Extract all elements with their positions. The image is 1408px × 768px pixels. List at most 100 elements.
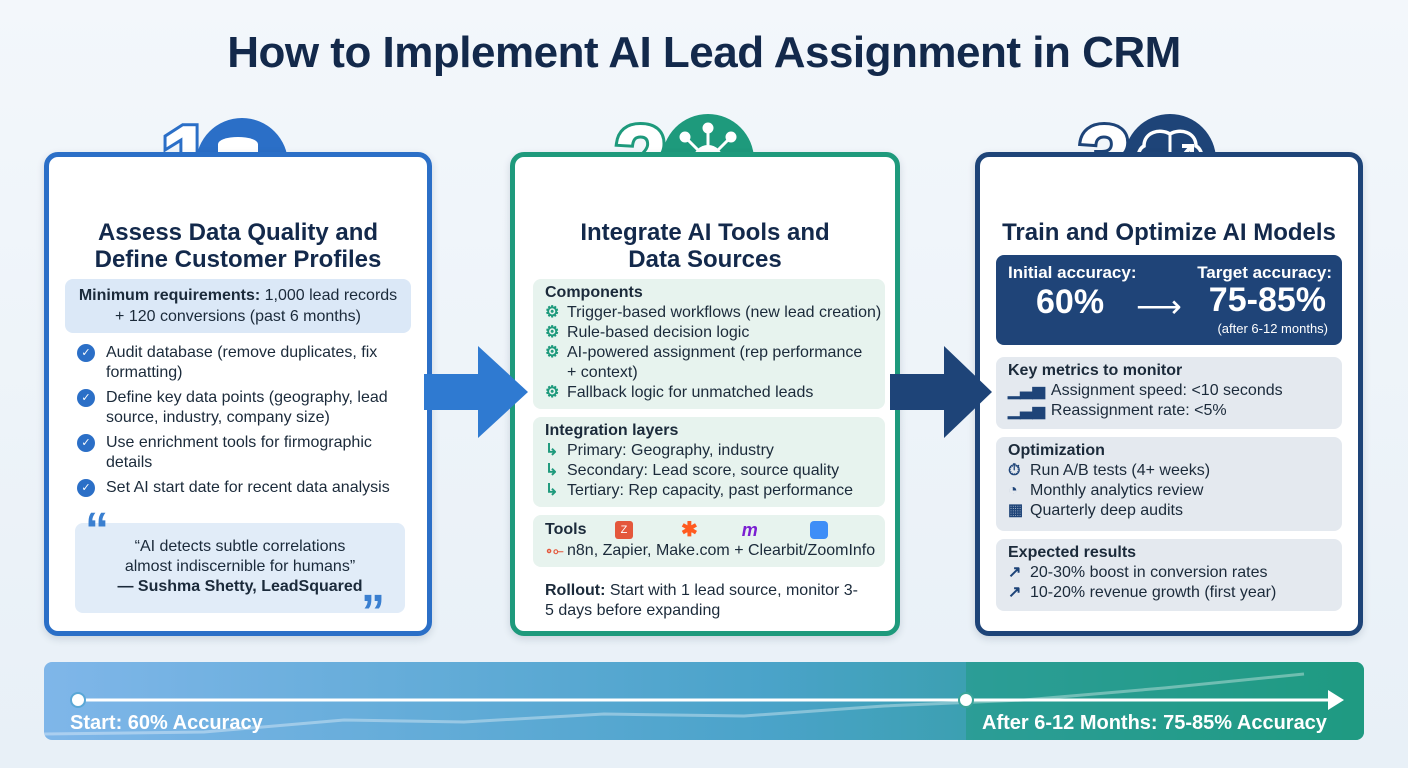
target-accuracy-label: Target accuracy: — [1197, 263, 1332, 282]
list-item: ✓ Audit database (remove duplicates, fix… — [77, 343, 407, 383]
progress-timeline: Start: 60% Accuracy After 6-12 Months: 7… — [44, 662, 1364, 740]
optimization-section: Optimization ⏱ Run A/B tests (4+ weeks) ◔… — [996, 437, 1342, 531]
check-line: Define key data points (geography, lead — [106, 389, 388, 406]
list-item: ↳Secondary: Lead score, source quality — [545, 461, 873, 481]
gear-icon: ⚙ — [545, 304, 560, 321]
tools-text: n8n, Zapier, Make.com + Clearbit/ZoomInf… — [567, 542, 876, 559]
metrics-title: Key metrics to monitor — [1008, 362, 1183, 379]
requirements-label: Minimum requirements: — [78, 287, 261, 304]
check-line: details — [106, 454, 153, 471]
timeline-graphic — [44, 662, 1364, 740]
check-line: Audit database (remove duplicates, fix — [106, 344, 378, 361]
check-line: formatting) — [106, 364, 183, 381]
arrow-step2-to-step3 — [890, 346, 992, 438]
make-logo-icon: m — [741, 520, 758, 540]
step2-title-line1: Integrate AI Tools and — [580, 219, 830, 246]
page-title: How to Implement AI Lead Assignment in C… — [227, 28, 1181, 77]
optimization-text: Quarterly deep audits — [1030, 502, 1183, 519]
checkmark-icon: ✓ — [77, 434, 95, 452]
bar-chart-icon: ▁▃▅ — [1008, 402, 1045, 419]
target-accuracy-note: (after 6-12 months) — [1217, 321, 1328, 336]
rollout-text1: Start with 1 lead source, monitor 3- — [609, 582, 858, 599]
timeline-start-label: Start: 60% Accuracy — [70, 712, 263, 734]
gear-icon: ⚙ — [545, 344, 560, 361]
list-item: ∘⟜n8n, Zapier, Make.com + Clearbit/ZoomI… — [545, 541, 876, 561]
step3-title: Train and Optimize AI Models — [1002, 219, 1336, 246]
initial-accuracy-value: 60% — [1036, 283, 1105, 321]
metric-text: Assignment speed: <10 seconds — [1050, 382, 1283, 399]
return-arrow-icon: ↳ — [545, 442, 559, 459]
tools-section: Tools Z ✱ m ∘⟜n8n, Zapier, Make.com + Cl… — [533, 515, 885, 567]
right-arrow-icon: ⟶ — [1136, 288, 1182, 324]
result-text: 20-30% boost in conversion rates — [1030, 564, 1268, 581]
rollout-note: Rollout: Start with 1 lead source, monit… — [545, 581, 885, 621]
list-item: ✓ Set AI start date for recent data anal… — [77, 478, 407, 498]
indent-spacer — [545, 363, 567, 383]
step1-title-line2: Define Customer Profiles — [94, 246, 382, 273]
list-item: ⚙Fallback logic for unmatched leads — [545, 383, 873, 403]
trend-up-icon: ↗ — [1008, 564, 1022, 581]
step3-card: Train and Optimize AI Models Initial acc… — [975, 152, 1363, 636]
target-accuracy-value: 75-85% — [1208, 281, 1326, 319]
quote-box: “AI detects subtle correlations almost i… — [75, 523, 405, 613]
integration-layers-section: Integration layers ↳Primary: Geography, … — [533, 417, 885, 507]
requirements-text1: 1,000 lead records — [264, 287, 398, 304]
checkmark-icon: ✓ — [77, 344, 95, 362]
gear-icon: ⚙ — [545, 324, 560, 341]
list-item: ⚙ Trigger-based workflows (new lead creat… — [545, 303, 881, 323]
quote-line2: almost indiscernible for humans” — [124, 558, 356, 575]
check-line: source, industry, company size) — [106, 409, 330, 426]
workflow-icon: ∘⟜ — [545, 543, 564, 558]
tool-logo-icon: Z — [615, 521, 633, 539]
requirements-panel: Minimum requirements: 1,000 lead records… — [65, 279, 411, 333]
results-title: Expected results — [1008, 544, 1137, 561]
component-text: + context) — [567, 364, 638, 381]
return-arrow-icon: ↳ — [545, 482, 559, 499]
open-quote-icon: “ — [85, 504, 109, 557]
list-item: ✓ Use enrichment tools for firmographic d… — [77, 433, 407, 473]
tools-title: Tools — [545, 521, 587, 538]
result-text: 10-20% revenue growth (first year) — [1030, 584, 1277, 601]
list-item: + context) — [545, 363, 873, 383]
step2-title: Integrate AI Tools and Data Sources — [515, 219, 895, 273]
optimization-title: Optimization — [1008, 442, 1105, 459]
list-item: ↳Primary: Geography, industry — [545, 441, 873, 461]
stopwatch-icon: ⏱ — [1008, 462, 1021, 479]
calendar-icon: ▦ — [1008, 502, 1024, 519]
list-item: ▁▃▅Reassignment rate: <5% — [1008, 401, 1330, 421]
checkmark-icon: ✓ — [77, 389, 95, 407]
components-section: Components ⚙ Trigger-based workflows (new… — [533, 279, 885, 409]
list-item: ✓ Define key data points (geography, lea… — [77, 388, 407, 428]
layer-text: Tertiary: Rep capacity, past performance — [567, 482, 854, 499]
gauge-icon: ◔ — [1008, 482, 1018, 499]
list-item: ⚙ Rule-based decision logic — [545, 323, 873, 343]
clearbit-logo-icon — [809, 521, 828, 539]
step2-title-line2: Data Sources — [628, 246, 782, 273]
initial-accuracy-label: Initial accuracy: — [1008, 263, 1137, 282]
list-item: ◔ Monthly analytics review — [1008, 481, 1330, 501]
step1-title: Assess Data Quality and Define Customer … — [49, 219, 427, 273]
metrics-section: Key metrics to monitor ▁▃▅ Assignment spe… — [996, 357, 1342, 429]
list-item: ▦ Quarterly deep audits — [1008, 501, 1330, 521]
bar-chart-icon: ▁▃▅ — [1008, 382, 1045, 399]
optimization-text: Monthly analytics review — [1030, 482, 1204, 499]
component-text: AI-powered assignment (rep performance — [567, 344, 863, 361]
optimization-text: Run A/B tests (4+ weeks) — [1030, 462, 1211, 479]
trend-up-icon: ↗ — [1008, 584, 1022, 601]
rollout-label: Rollout: — [545, 582, 606, 599]
arrow-step1-to-step2 — [424, 346, 528, 438]
rollout-text2: 5 days before expanding — [545, 602, 721, 619]
layers-title: Integration layers — [545, 422, 679, 439]
component-text: Trigger-based workflows (new lead creati… — [567, 304, 882, 321]
gear-icon: ⚙ — [545, 384, 560, 401]
close-quote-icon: ” — [361, 586, 385, 639]
return-arrow-icon: ↳ — [545, 462, 559, 479]
requirements-text2: + 120 conversions (past 6 months) — [115, 308, 361, 325]
checklist: ✓ Audit database (remove duplicates, fix… — [77, 343, 407, 503]
component-text: Rule-based decision logic — [567, 324, 750, 341]
list-item: ⚙ AI-powered assignment (rep performance — [545, 343, 873, 363]
check-line: Use enrichment tools for firmographic — [106, 434, 372, 451]
list-item: ▁▃▅ Assignment speed: <10 seconds — [1008, 381, 1330, 401]
step1-card: Assess Data Quality and Define Customer … — [44, 152, 432, 639]
components-title: Components — [545, 284, 643, 301]
